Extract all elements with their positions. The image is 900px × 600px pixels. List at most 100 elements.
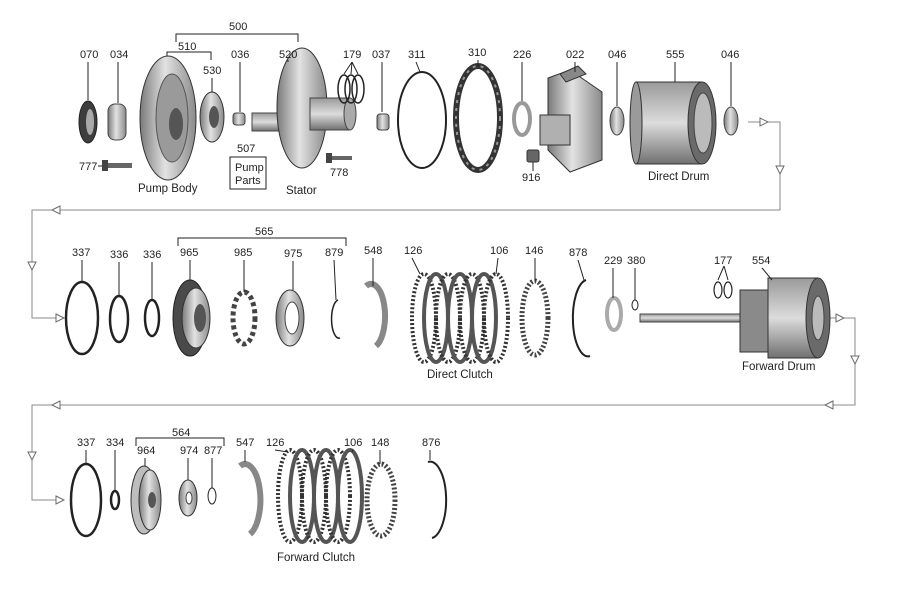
part-877-snap-ring bbox=[207, 487, 217, 505]
label-106-a: 106 bbox=[490, 245, 508, 257]
part-554-forward-drum bbox=[639, 277, 831, 359]
part-974-retainer bbox=[178, 479, 198, 517]
label-226: 226 bbox=[513, 49, 531, 61]
caption-forward-clutch: Forward Clutch bbox=[277, 552, 355, 564]
part-777-bolt bbox=[102, 160, 132, 171]
caption-pump-body: Pump Body bbox=[138, 183, 198, 195]
label-510: 510 bbox=[178, 41, 196, 53]
part-975-retainer bbox=[275, 289, 305, 347]
label-878: 878 bbox=[569, 247, 587, 259]
label-500: 500 bbox=[229, 21, 247, 33]
label-985: 985 bbox=[234, 247, 252, 259]
bracket-565 bbox=[177, 237, 347, 246]
label-034: 034 bbox=[110, 49, 128, 61]
leader-lines-row3 bbox=[85, 449, 431, 490]
part-pump-body bbox=[139, 55, 197, 181]
label-036: 036 bbox=[231, 49, 249, 61]
flow-line-row2-to-row3 bbox=[27, 313, 860, 505]
part-876-snap-ring bbox=[427, 460, 448, 539]
label-974: 974 bbox=[180, 445, 198, 457]
label-229: 229 bbox=[604, 255, 622, 267]
part-555-direct-drum bbox=[629, 81, 717, 165]
label-106-b: 106 bbox=[344, 437, 362, 449]
label-046-a: 046 bbox=[608, 49, 626, 61]
bracket-500 bbox=[175, 33, 299, 42]
label-380: 380 bbox=[627, 255, 645, 267]
flow-line-row1-to-row2 bbox=[27, 117, 785, 323]
part-547-backing-plate bbox=[238, 461, 264, 537]
label-126-b: 126 bbox=[266, 437, 284, 449]
label-916: 916 bbox=[522, 172, 540, 184]
part-334-seal bbox=[109, 489, 121, 511]
caption-stator: Stator bbox=[286, 185, 317, 197]
part-046-bushing-a bbox=[609, 106, 625, 136]
label-564: 564 bbox=[172, 427, 190, 439]
part-337-seal-a bbox=[64, 280, 100, 356]
label-507: 507 bbox=[237, 143, 255, 155]
caption-direct-drum: Direct Drum bbox=[648, 171, 709, 183]
label-177: 177 bbox=[714, 255, 732, 267]
part-036-bushing bbox=[232, 112, 246, 126]
part-520-stator bbox=[251, 47, 357, 169]
label-148: 148 bbox=[371, 437, 389, 449]
part-311-seal-ring bbox=[397, 71, 447, 169]
caption-forward-drum: Forward Drum bbox=[742, 361, 815, 373]
part-direct-clutch-pack bbox=[410, 272, 510, 364]
label-336-b: 336 bbox=[143, 249, 161, 261]
part-778-bolt bbox=[326, 153, 352, 163]
part-229-washer bbox=[605, 296, 623, 332]
part-878-snap-ring bbox=[571, 279, 591, 358]
caption-direct-clutch: Direct Clutch bbox=[427, 369, 493, 381]
part-916-pin bbox=[526, 149, 540, 163]
label-310: 310 bbox=[468, 47, 486, 59]
leader-lines-row2 bbox=[81, 257, 773, 301]
label-777: 777 bbox=[79, 161, 97, 173]
part-226-washer bbox=[512, 101, 532, 137]
label-337-b: 337 bbox=[77, 437, 95, 449]
pump-parts-box bbox=[229, 156, 267, 190]
label-179: 179 bbox=[343, 49, 361, 61]
part-985-spring bbox=[230, 289, 258, 347]
label-146: 146 bbox=[525, 245, 543, 257]
pump-parts-label-line2: Parts bbox=[235, 175, 261, 187]
label-547: 547 bbox=[236, 437, 254, 449]
pump-parts-label-line1: Pump bbox=[235, 162, 264, 174]
part-336-seal-a bbox=[108, 294, 130, 344]
label-554: 554 bbox=[752, 255, 770, 267]
label-311: 311 bbox=[408, 49, 426, 61]
part-530-gear bbox=[199, 91, 225, 143]
part-879-snap-ring bbox=[330, 299, 341, 339]
part-548-backing-plate bbox=[364, 280, 389, 349]
leader-lines-row1 bbox=[87, 60, 732, 171]
label-336-a: 336 bbox=[110, 249, 128, 261]
label-337-a: 337 bbox=[72, 247, 90, 259]
label-879: 879 bbox=[325, 247, 343, 259]
part-177-seal-rings bbox=[713, 265, 733, 299]
label-037: 037 bbox=[372, 49, 390, 61]
part-336-seal-b bbox=[143, 298, 161, 338]
label-046-b: 046 bbox=[721, 49, 739, 61]
part-965-piston bbox=[172, 279, 211, 357]
part-037-bushing bbox=[376, 113, 390, 131]
part-310-gasket bbox=[453, 63, 503, 173]
label-876: 876 bbox=[422, 437, 440, 449]
label-964: 964 bbox=[137, 445, 155, 457]
part-964-piston bbox=[130, 465, 162, 535]
label-565: 565 bbox=[255, 226, 273, 238]
label-520: 520 bbox=[279, 49, 297, 61]
part-forward-clutch-pack bbox=[276, 448, 364, 544]
label-070: 070 bbox=[80, 49, 98, 61]
label-022: 022 bbox=[566, 49, 584, 61]
part-146-plate bbox=[519, 278, 551, 358]
label-877: 877 bbox=[204, 445, 222, 457]
part-070-seal bbox=[78, 100, 98, 144]
part-034-bushing bbox=[107, 103, 127, 141]
part-179-seal-rings bbox=[337, 61, 365, 104]
label-555: 555 bbox=[666, 49, 684, 61]
part-337-seal-b bbox=[69, 462, 103, 538]
label-965: 965 bbox=[180, 247, 198, 259]
label-778: 778 bbox=[330, 167, 348, 179]
label-334: 334 bbox=[106, 437, 124, 449]
